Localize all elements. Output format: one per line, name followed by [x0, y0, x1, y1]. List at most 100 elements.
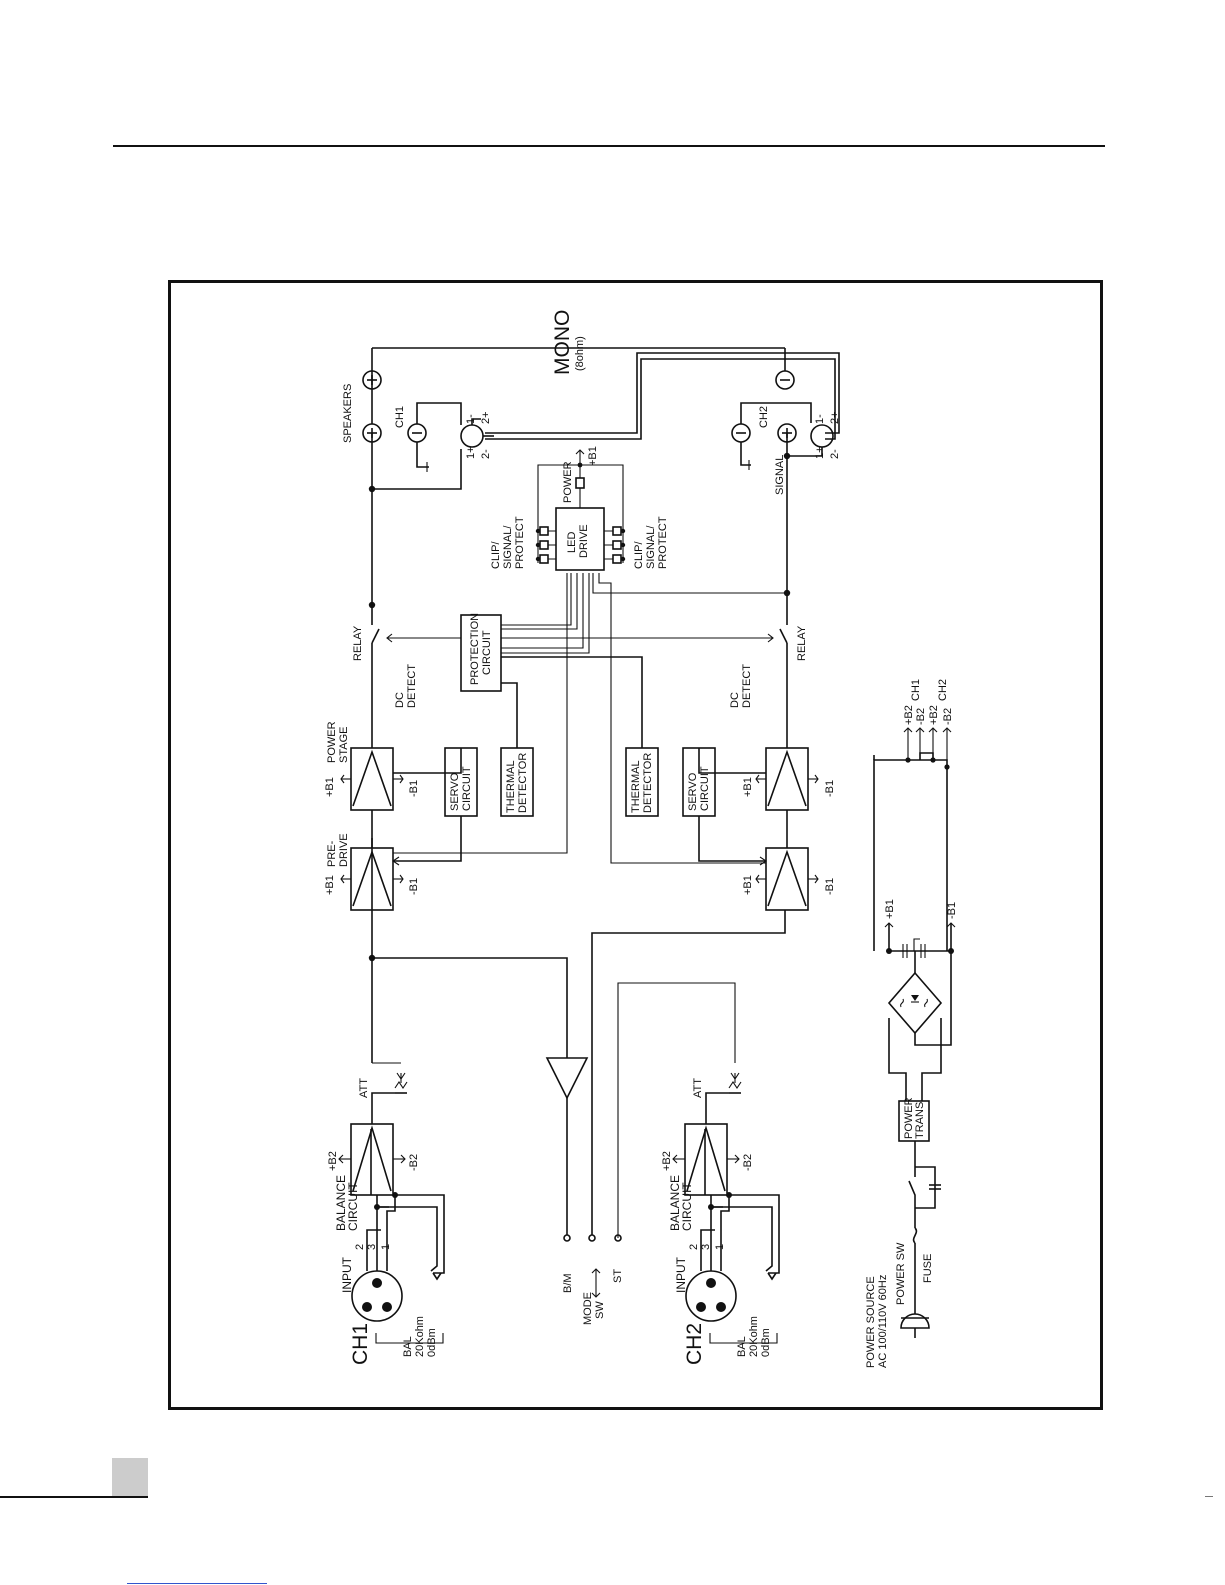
bridge-rectifier [887, 971, 943, 1035]
ch2-minus-b2: -B2 [742, 1154, 754, 1171]
psu-ch2-label: CH2 [937, 679, 949, 701]
led-left-label-2: SIGNAL/ [502, 525, 514, 569]
ch2-level-label: 0dBm [760, 1328, 772, 1357]
psu-plus-b2-ch1: +B2 [903, 705, 915, 725]
footer-rule [0, 1496, 148, 1498]
ch1-speaker-label: CH1 [394, 406, 406, 428]
signal-label: SIGNAL [774, 455, 786, 495]
ch2-channel-label: CH2 [683, 1323, 706, 1365]
ch2-predrive-block [765, 847, 809, 911]
footer-link-underline[interactable] [127, 1583, 267, 1584]
ch2-pin-2: 2 [688, 1244, 700, 1250]
power-source-voltage-label: AC 100/110V 60Hz [877, 1275, 889, 1368]
ch2-servo-label-2: CIRCUIT [699, 766, 711, 811]
ch1-pin-1: 1 [380, 1244, 392, 1250]
ch1-speakon-connector [460, 424, 484, 448]
ch2-thermal-label-2: DETECTOR [642, 753, 654, 813]
ch2-bal-label: BAL [736, 1336, 748, 1357]
mono-buffer-amp [545, 1057, 589, 1100]
ch1-speakon-1plus: 1+ [465, 446, 477, 459]
block-diagram-frame: CH1 INPUT BAL 20Kohm 0dBm 2 3 1 BALANCE … [168, 280, 1103, 1410]
ch1-thermal-label-2: DETECTOR [517, 753, 529, 813]
psu-plus-b1: +B1 [884, 899, 896, 919]
led-left-label-3: PROTECT [514, 516, 526, 569]
ch2-impedance-label: 20Kohm [748, 1316, 760, 1357]
ch2-signal-path [501, 348, 834, 1344]
ch1-phone-jack [395, 1194, 445, 1274]
mode-bm-label: B/M [562, 1273, 574, 1293]
header-rule [113, 145, 1105, 147]
ch1-power-stage-label-2: STAGE [338, 727, 350, 763]
ch1-servo-label: SERVO [449, 772, 461, 811]
ch1-input-label: INPUT [340, 1256, 354, 1293]
psu-minus-b2-ch2: -B2 [942, 708, 954, 725]
ch1-dc-detect-label-2: DETECT [406, 664, 418, 708]
ch1-power-stage-block [350, 747, 394, 811]
ch1-att-label: ATT [358, 1078, 370, 1098]
led-cluster-left [535, 519, 556, 564]
ch1-pin-2: 2 [354, 1244, 366, 1250]
protection-circuit-block [460, 614, 502, 692]
led-right-label-1: CLIP/ [633, 541, 645, 569]
led-left-label-1: CLIP/ [490, 541, 502, 569]
ch2-plus-b2: +B2 [661, 1151, 673, 1171]
ch2-speakon-2plus: 2+ [829, 411, 841, 424]
ch1-pin-3: 3 [366, 1244, 378, 1250]
ch2-speakon-connector [810, 424, 834, 448]
protection-label: PROTECTION [469, 613, 481, 685]
ch1-balance-label: BALANCE [334, 1175, 348, 1231]
protection-label-2: CIRCUIT [481, 630, 493, 675]
ch1-relay-label: RELAY [352, 625, 364, 661]
psu-minus-b2-ch1: -B2 [915, 708, 927, 725]
ch1-speakon-2minus: 2- [480, 449, 492, 459]
ch1-balance-label-2: CIRCUIT [346, 1182, 360, 1231]
power-transformer-block [898, 1100, 930, 1142]
ch2-balance-label: BALANCE [668, 1175, 682, 1231]
diagram-labels: CH1 INPUT BAL 20Kohm 0dBm 2 3 1 BALANCE … [324, 310, 958, 1368]
ch2-phone-jack [729, 1194, 780, 1274]
ch2-servo-label: SERVO [687, 772, 699, 811]
ch1-bal-label: BAL [402, 1336, 414, 1357]
ch2-speaker-label: CH2 [758, 406, 770, 428]
mode-sw-label-2: SW [594, 1301, 606, 1319]
ch2-plus-b1-power: +B1 [742, 777, 754, 797]
transformer-label: POWER [903, 1097, 915, 1139]
ch2-thermal-label: THERMAL [630, 760, 642, 813]
ch2-dc-detect-label-2: DETECT [741, 664, 753, 708]
ch2-dc-detect-label: DC [729, 692, 741, 708]
ch2-pin-1: 1 [714, 1244, 726, 1250]
ch2-plus-b1-pre: +B1 [742, 875, 754, 895]
led-right-label-2: SIGNAL/ [645, 525, 657, 569]
mode-st-label: ST [612, 1269, 624, 1283]
ch1-signal-path [338, 347, 840, 1344]
ch1-channel-label: CH1 [349, 1323, 372, 1365]
ch2-minus-b1-pre: -B1 [824, 878, 836, 895]
ch1-plus-b2: +B2 [327, 1151, 339, 1171]
ch1-plus-b1-pre: +B1 [324, 875, 336, 895]
mono-plus-terminal [362, 370, 382, 390]
ch1-dc-detect-label: DC [394, 692, 406, 708]
ch1-balance-amplifier [350, 1123, 394, 1196]
ch1-impedance-label: 20Kohm [414, 1316, 426, 1357]
fuse-icon [912, 1227, 918, 1244]
ch1-speakon-2plus: 2+ [480, 411, 492, 424]
ch1-minus-b1-pre: -B1 [408, 878, 420, 895]
ch2-speakon-2minus: 2- [829, 449, 841, 459]
ch2-input-label: INPUT [674, 1256, 688, 1293]
led-drive-label-2: DRIVE [578, 524, 590, 558]
mode-sw-label: MODE [582, 1292, 594, 1325]
speakers-label: SPEAKERS [342, 384, 354, 443]
ch2-power-stage-block [765, 747, 809, 811]
ch2-relay-label: RELAY [796, 625, 808, 661]
led-plus-b1-label: +B1 [587, 446, 599, 466]
power-led [575, 477, 585, 489]
led-right-label-3: PROTECT [657, 516, 669, 569]
power-switch-label: POWER SW [895, 1242, 907, 1305]
ch2-pin-3: 3 [700, 1244, 712, 1250]
page-tab-marker [112, 1458, 148, 1496]
transformer-label-2: TRANS [914, 1102, 926, 1139]
psu-plus-b2-ch2: +B2 [928, 705, 940, 725]
ch1-predrive-label: PRE- [326, 840, 338, 867]
power-source-label: POWER SOURCE [865, 1276, 877, 1368]
fuse-label: FUSE [922, 1254, 934, 1283]
